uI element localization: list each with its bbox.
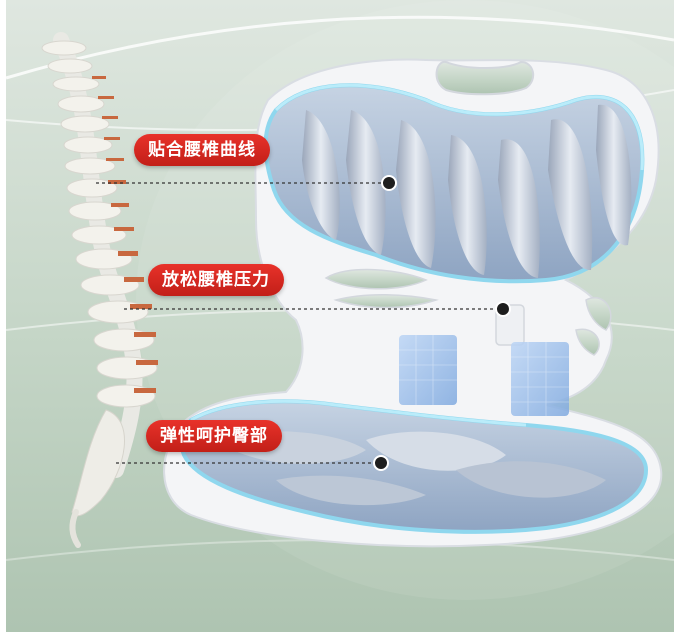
spine-illustration — [41, 32, 158, 548]
marker-dot-lumbar — [381, 175, 397, 191]
marker-dot-seat — [373, 455, 389, 471]
product-image: 贴合腰椎曲线 放松腰椎压力 弹性呵护臀部 — [6, 0, 674, 632]
seat-illustration — [6, 0, 674, 632]
callout-hip-care: 弹性呵护臀部 — [146, 420, 282, 452]
callout-lumbar-relief: 放松腰椎压力 — [148, 264, 284, 296]
leader-lines — [96, 182, 498, 464]
marker-dot-middle — [495, 301, 511, 317]
support-pads — [399, 335, 569, 416]
marker-dots — [373, 175, 511, 471]
middle-vents — [324, 268, 612, 356]
backrest-cushion — [263, 83, 645, 284]
callout-lumbar-fit: 贴合腰椎曲线 — [134, 134, 270, 166]
